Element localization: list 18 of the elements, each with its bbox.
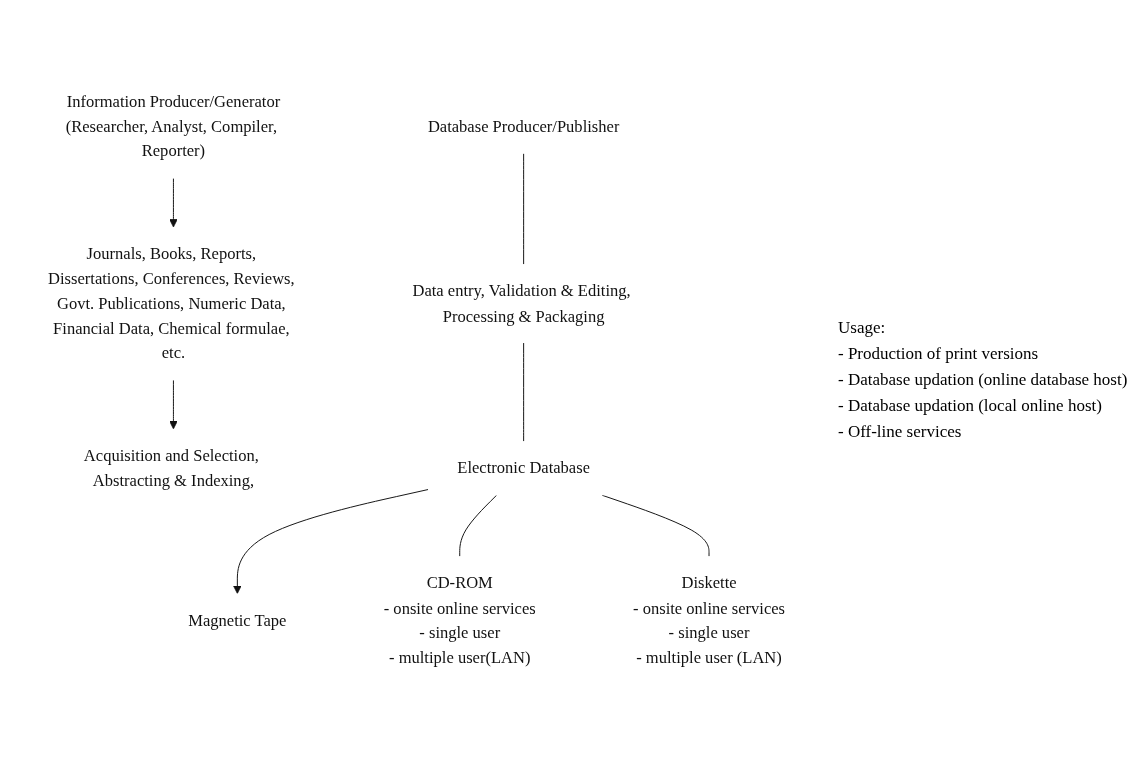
note-text: - Off-line services [838, 422, 963, 442]
node-text: Electronic Database [457, 459, 590, 478]
connector [523, 342, 525, 442]
node-text: CD-ROM - onsite online services - single user - multiple user(LAN) [383, 574, 536, 667]
connector [601, 495, 710, 558]
note-text: Usage: [838, 318, 887, 338]
note-text: - Database updation (local online host) [838, 396, 1103, 416]
node-text: Magnetic Tape [188, 611, 287, 630]
node-text: Data entry, Validation & Editing, Processing & Packaging [412, 281, 631, 326]
node-text: Acquisition and Selection, Abstracting & Indexing, [83, 446, 259, 490]
node-text: Database Producer/Publisher [427, 117, 620, 136]
note-text: - Production of print versions [838, 344, 1040, 364]
connector [523, 153, 525, 265]
node-text: Journals, Books, Reports, Dissertations, Conferences, Reviews, Govt. Publications, Numeric Data, Financial Data, Chemical formulae, etc. [48, 244, 295, 363]
note-text: - Database updation (online database host) [838, 370, 1129, 390]
node-text: Information Producer/Generator (Researcher, Analyst, Compiler, Reporter) [65, 92, 281, 161]
node-text: Diskette - onsite online services - single user - multiple user (LAN) [633, 574, 786, 667]
connector [459, 495, 498, 558]
